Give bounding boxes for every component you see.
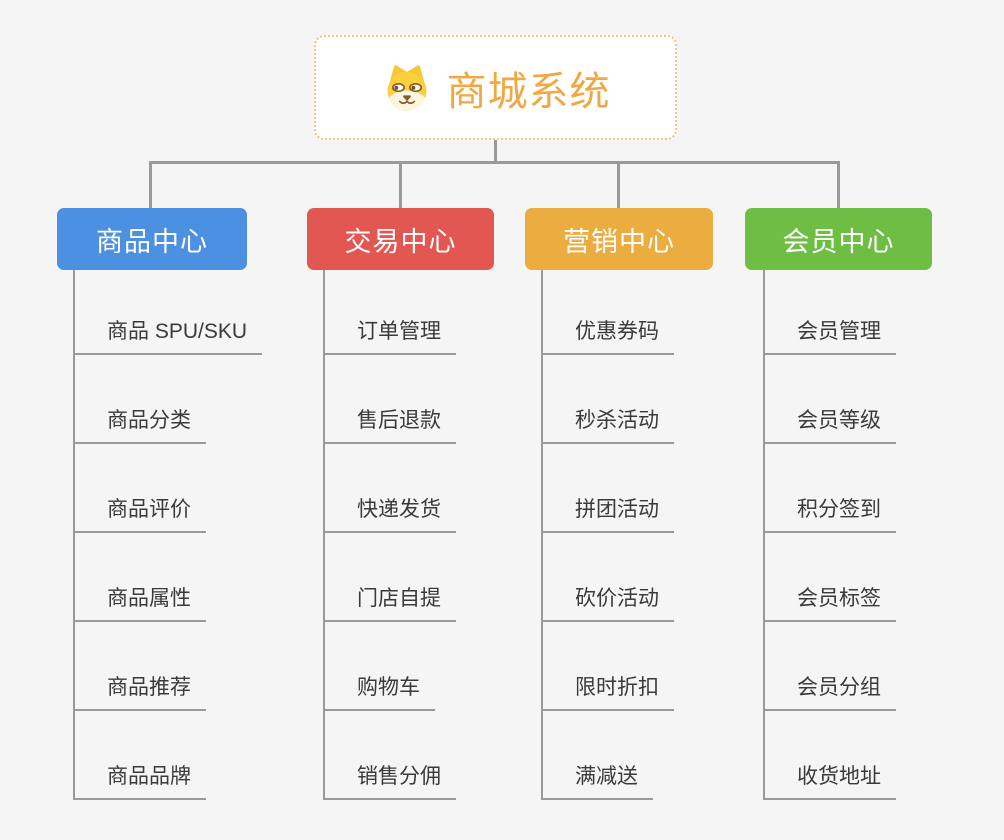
leaf-node[interactable]: 快递发货 [325, 493, 456, 533]
root-node[interactable]: 商城系统 [314, 35, 677, 140]
leaf-node[interactable]: 满减送 [543, 760, 653, 800]
leaf-node[interactable]: 会员标签 [765, 582, 896, 622]
leaf-node[interactable]: 商品评价 [75, 493, 206, 533]
leaf-node[interactable]: 商品推荐 [75, 671, 206, 711]
leaf-node[interactable]: 会员管理 [765, 315, 896, 355]
leaf-node[interactable]: 订单管理 [325, 315, 456, 355]
leaf-node[interactable]: 售后退款 [325, 404, 456, 444]
root-title: 商城系统 [446, 69, 611, 114]
branch-node-trade-center[interactable]: 交易中心 [307, 208, 494, 270]
branch-label: 会员中心 [782, 226, 895, 257]
branch-label: 交易中心 [344, 226, 457, 257]
leaf-node[interactable]: 购物车 [325, 671, 435, 711]
branch-drop-line [399, 161, 402, 208]
leaf-node[interactable]: 门店自提 [325, 582, 456, 622]
leaf-node[interactable]: 限时折扣 [543, 671, 674, 711]
leaf-node[interactable]: 收货地址 [765, 760, 896, 800]
branch-children-member: 会员管理 会员等级 积分签到 会员标签 会员分组 收货地址 [763, 270, 896, 800]
leaf-node[interactable]: 会员分组 [765, 671, 896, 711]
branch-label: 营销中心 [563, 226, 675, 257]
leaf-node[interactable]: 商品 SPU/SKU [75, 315, 263, 355]
leaf-node[interactable]: 优惠券码 [543, 315, 674, 355]
leaf-node[interactable]: 积分签到 [765, 493, 896, 533]
leaf-node[interactable]: 商品品牌 [75, 760, 206, 800]
branch-children-marketing: 优惠券码 秒杀活动 拼团活动 砍价活动 限时折扣 满减送 [541, 270, 674, 800]
branch-node-marketing-center[interactable]: 营销中心 [525, 208, 713, 270]
root-stem-line [494, 140, 497, 162]
branch-node-member-center[interactable]: 会员中心 [745, 208, 932, 270]
branch-node-product-center[interactable]: 商品中心 [57, 208, 247, 270]
branch-drop-line [837, 161, 840, 208]
leaf-node[interactable]: 商品分类 [75, 404, 206, 444]
leaf-node[interactable]: 会员等级 [765, 404, 896, 444]
leaf-node[interactable]: 秒杀活动 [543, 404, 674, 444]
branch-children-trade: 订单管理 售后退款 快递发货 门店自提 购物车 销售分佣 [323, 270, 456, 800]
leaf-node[interactable]: 砍价活动 [543, 582, 674, 622]
branch-drop-line [149, 161, 152, 208]
leaf-node[interactable]: 销售分佣 [325, 760, 456, 800]
branch-drop-line [617, 161, 620, 208]
branch-horizontal-line [149, 161, 840, 164]
branch-label: 商品中心 [96, 226, 208, 257]
leaf-node[interactable]: 商品属性 [75, 582, 206, 622]
dog-face-icon [387, 64, 426, 111]
leaf-node[interactable]: 拼团活动 [543, 493, 674, 533]
branch-children-product: 商品 SPU/SKU 商品分类 商品评价 商品属性 商品推荐 商品品牌 [73, 270, 263, 800]
